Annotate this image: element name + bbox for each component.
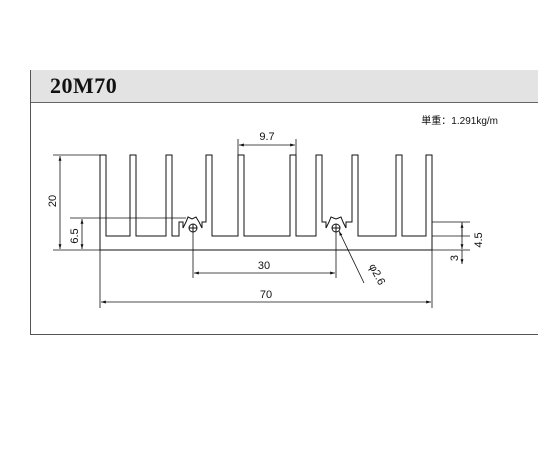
hole-diameter-dimension: φ2.6 — [366, 262, 387, 287]
mounting-hole-left — [188, 223, 198, 233]
base-thickness-dimension: 3 — [449, 255, 461, 261]
extension-lines — [53, 139, 470, 308]
height-dimension: 20 — [47, 195, 59, 207]
drawing-sheet: 20M70 単重：1.291kg/m — [30, 70, 538, 335]
unit-weight-label: 単重：1.291kg/m — [421, 116, 498, 127]
hole-pitch-dimension: 30 — [258, 260, 270, 272]
product-title: 20M70 — [50, 73, 118, 98]
fin-gap-dimension: 9.7 — [259, 131, 274, 143]
title-bar: 20M70 — [31, 70, 538, 103]
groove-height-dimension: 6.5 — [69, 228, 81, 243]
base-height-dimension: 4.5 — [473, 232, 485, 247]
total-width-dimension: 70 — [260, 289, 272, 301]
mounting-hole-right — [331, 223, 341, 233]
dimension-lines — [58, 143, 464, 304]
heatsink-profile-outline — [99, 154, 433, 251]
